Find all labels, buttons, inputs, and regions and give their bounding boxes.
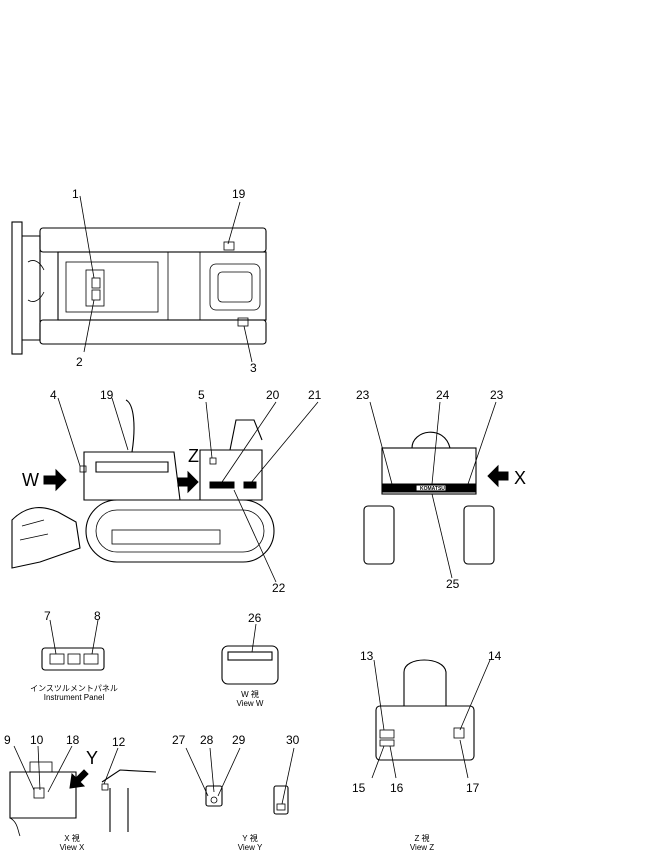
callout-10: 10: [30, 733, 44, 747]
brand-decal: [415, 484, 447, 492]
arrow-right-icon: [43, 468, 67, 492]
rear-view: KOMATSU: [363, 431, 495, 565]
view-x-detail: [9, 761, 157, 837]
callout-14: 15: [352, 781, 366, 795]
view-letter-x: X: [514, 468, 526, 488]
view-letter-y: Y: [86, 748, 98, 768]
instrument-panel-caption: インスツルメントパネル Instrument Panel: [30, 684, 118, 702]
callout-19: 19: [100, 388, 114, 402]
callout-2: 2: [76, 355, 83, 369]
instrument-panel-detail: [41, 647, 105, 671]
view-z-detail: [375, 659, 475, 761]
callout-28: 28: [200, 733, 214, 747]
view-x-caption-en: View X: [59, 843, 85, 852]
view-letter-z: Z: [188, 446, 199, 466]
view-y-caption-jp: Y 視: [242, 834, 258, 843]
view-z-caption-jp: Z 視: [414, 834, 430, 843]
callout-21: 21: [308, 388, 322, 402]
view-y-detail: [205, 785, 289, 815]
view-w-caption: W 視 View W: [220, 690, 280, 708]
callout-1: 1: [72, 187, 79, 201]
callout-15: 16: [390, 781, 404, 795]
callout-8: 8: [94, 609, 101, 623]
view-x-caption: X 視 View X: [42, 834, 102, 852]
callout-25: 25: [446, 577, 460, 591]
view-w-caption-en: View W: [236, 699, 264, 708]
callout-24: 24: [436, 388, 450, 402]
view-y-caption-en: View Y: [237, 843, 263, 852]
callout-22: 22: [272, 581, 286, 595]
view-z-caption-en: View Z: [409, 843, 435, 852]
instrument-panel-caption-jp: インスツルメントパネル: [30, 684, 118, 693]
view-letter-w: W: [22, 470, 39, 490]
view-z-caption: Z 視 View Z: [392, 834, 452, 852]
view-y-caption: Y 視 View Y: [220, 834, 280, 852]
top-plan-view: [11, 221, 267, 355]
callout-13: 14: [488, 649, 502, 663]
callout-26: 26: [248, 611, 262, 625]
arrow-left-icon: [487, 464, 509, 488]
callout-20: 20: [266, 388, 280, 402]
callout-11: 12: [112, 735, 126, 749]
callout-30: 30: [286, 733, 300, 747]
callout-27: 27: [172, 733, 186, 747]
callout-23-left: 23: [356, 388, 370, 402]
callout-18: 19: [232, 187, 246, 201]
callout-29: 29: [232, 733, 246, 747]
callout-4: 4: [50, 388, 57, 402]
side-elevation-view: [11, 399, 275, 569]
callout-16: 17: [466, 781, 480, 795]
callout-23-right: 23: [490, 388, 504, 402]
callout-9: 9: [4, 733, 11, 747]
view-x-caption-jp: X 視: [64, 834, 80, 843]
callout-5: 5: [198, 388, 205, 402]
brand-decal-text: KOMATSU: [420, 486, 445, 492]
view-w-caption-jp: W 視: [241, 690, 259, 699]
callout-7: 7: [44, 609, 51, 623]
callout-12: 13: [360, 649, 374, 663]
arrow-right-icon: [177, 470, 199, 494]
view-w-detail: [221, 645, 279, 685]
instrument-panel-caption-en: Instrument Panel: [43, 693, 105, 702]
arrow-down-left-icon: [69, 769, 89, 789]
callout-17: 18: [66, 733, 80, 747]
callout-3: 3: [250, 361, 257, 375]
